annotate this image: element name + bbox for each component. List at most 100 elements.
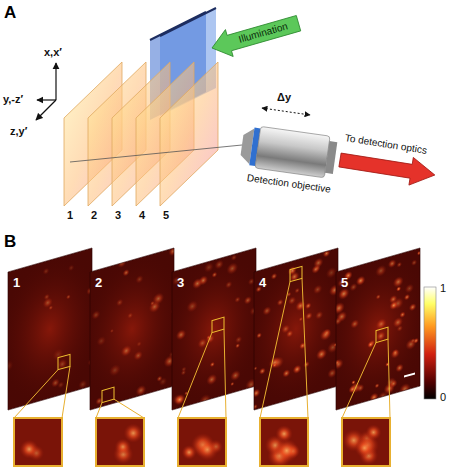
fluorescent-spot: [404, 293, 410, 301]
colorbar-tick: 1: [440, 283, 446, 294]
image-stack: [0, 229, 437, 468]
fluorescent-spot: [182, 445, 197, 460]
fluorescent-spot: [397, 324, 403, 332]
illumination-arrow: [208, 10, 302, 62]
shift-label: Δy: [277, 92, 291, 103]
fluorescent-spot: [396, 286, 401, 293]
fluorescent-spot: [109, 363, 121, 378]
fluorescent-spot: [181, 366, 186, 373]
inset-background: [178, 418, 226, 466]
panel-letter: B: [4, 233, 16, 250]
slice-content: [336, 248, 420, 410]
fluorescent-spot: [323, 249, 331, 259]
fluorescent-spot: [336, 359, 340, 367]
fluorescent-spot: [375, 264, 386, 279]
fluorescent-spot: [135, 274, 143, 284]
fluorescent-spot: [277, 298, 284, 307]
fluorescent-spot: [259, 367, 266, 376]
shift-arrow: [262, 108, 310, 115]
fluorescent-spot: [275, 439, 299, 463]
zoom-leader: [14, 370, 58, 418]
fluorescent-spot: [351, 380, 355, 386]
zoom-leader: [388, 339, 390, 418]
fluorescent-spot: [392, 348, 399, 357]
fluorescent-spot: [273, 362, 277, 367]
axis-arrow: [55, 63, 56, 100]
slice-number: 2: [95, 276, 102, 289]
inset-background: [342, 418, 390, 466]
plane-number: 3: [115, 210, 121, 221]
fluorescent-spot: [66, 294, 71, 300]
fluorescent-spot: [235, 343, 240, 349]
fluorescent-spot: [134, 350, 143, 362]
fluorescent-spot: [288, 295, 296, 305]
fluorescent-spot: [159, 376, 167, 387]
fluorescent-spot: [212, 271, 218, 278]
fluorescent-spot: [295, 299, 305, 312]
zoom-region: [376, 327, 388, 342]
slice-number: 4: [259, 276, 266, 289]
zoom-inset: [178, 418, 226, 466]
fluorescent-spot: [254, 388, 260, 399]
objective-lens: [239, 124, 338, 179]
fluorescent-spot: [206, 333, 215, 345]
fluorescent-spot: [254, 366, 257, 371]
slice-border: [336, 248, 420, 410]
fluorescent-spot: [376, 294, 381, 301]
fluorescent-spot: [256, 332, 262, 339]
fluorescent-spot: [136, 341, 141, 348]
fluorescent-spot: [210, 361, 215, 368]
zoom-inset: [260, 418, 308, 466]
fluorescent-spot: [234, 296, 240, 304]
fluorescent-spot: [204, 261, 214, 274]
fluorescent-spot: [123, 268, 130, 277]
fluorescent-spot: [323, 328, 331, 338]
fluorescent-spot: [124, 423, 143, 442]
image-plane: [160, 62, 218, 206]
arrow-label: Illumination: [238, 21, 289, 45]
objective-label: Detection objective: [246, 173, 331, 195]
fluorescent-spot: [97, 335, 106, 347]
fluorescent-spot: [187, 299, 198, 314]
slice-haze: [254, 248, 338, 410]
axis-label: z,y′: [10, 126, 27, 137]
fluorescent-spot: [235, 335, 242, 344]
arrow-label: To detection optics: [344, 133, 427, 156]
slice-number: 3: [177, 276, 184, 289]
axis-arrow: [37, 99, 56, 100]
zoom-leader: [224, 329, 226, 418]
fluorescent-spot: [391, 348, 400, 360]
zoom-inset: [96, 418, 144, 466]
colorbar: [424, 287, 436, 399]
inset-border: [342, 418, 390, 466]
fluorescent-spot: [366, 424, 382, 440]
fluorescent-spot: [409, 302, 417, 312]
zoom-leader: [342, 343, 376, 418]
slice-content: [172, 248, 256, 410]
fluorescent-spot: [369, 392, 378, 404]
fluorescent-spot: [389, 378, 397, 388]
fluorescent-spot: [395, 363, 403, 374]
axis-label: x,x′: [44, 47, 62, 58]
plane-number: 5: [163, 210, 169, 221]
fluorescent-spot: [315, 310, 323, 320]
fluorescent-spot: [293, 364, 302, 375]
zoom-leader: [96, 403, 102, 418]
slice-haze: [336, 248, 420, 410]
inset-border: [178, 418, 226, 466]
zoom-leader: [260, 282, 290, 418]
fluorescent-spot: [244, 295, 252, 305]
slice-content: [90, 248, 174, 410]
optical-axis: [70, 145, 242, 162]
fluorescent-spot: [271, 272, 277, 280]
fluorescent-spot: [316, 347, 327, 361]
slice-haze: [90, 248, 174, 410]
axis-label: y,-z′: [3, 94, 23, 105]
slice-haze: [8, 248, 92, 410]
slice-number: 5: [341, 276, 348, 289]
axis-arrow: [36, 100, 56, 120]
scale-bar: [404, 373, 415, 376]
fluorescent-spot: [355, 438, 375, 458]
